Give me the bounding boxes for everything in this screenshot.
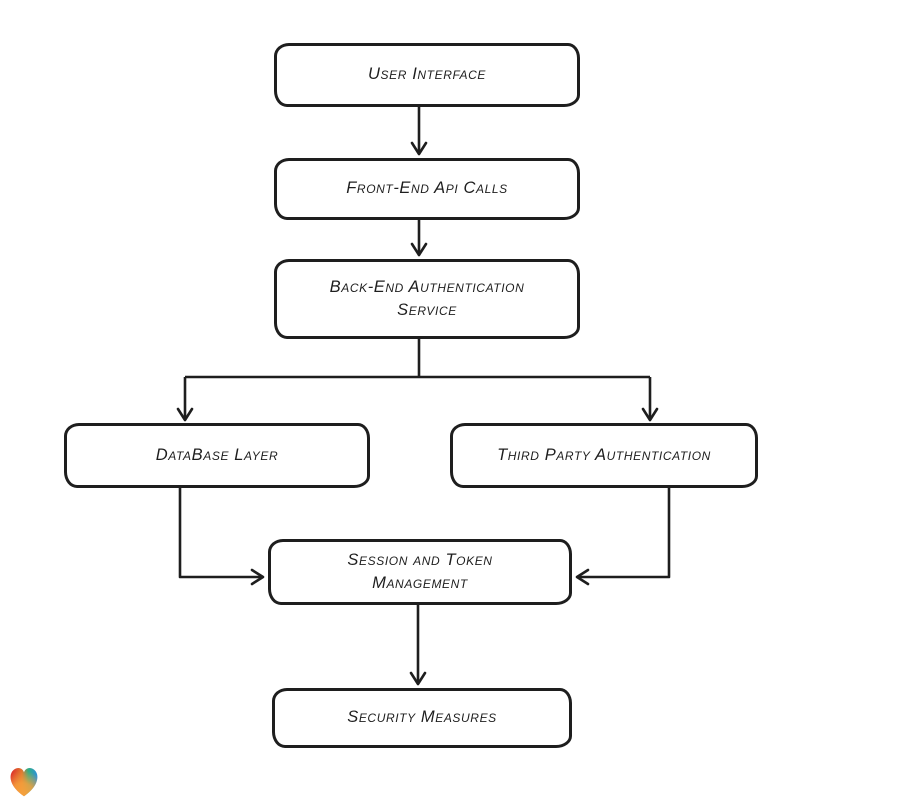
heart-logo[interactable]	[5, 761, 43, 802]
flow-node-label: Third Party Authentication	[497, 445, 711, 464]
flow-node-label: Front-End Api Calls	[346, 179, 508, 198]
flow-edge-third-party-authentication-to-session-and-token-management	[575, 488, 671, 586]
flow-edge-database-layer-to-session-and-token-management	[178, 488, 265, 586]
flow-node-user-interface: User Interface	[274, 43, 580, 107]
flow-node-back-end-authentication-service: Back-End Authentication Service	[274, 259, 580, 339]
flow-node-session-and-token-management: Session and Token Management	[268, 539, 572, 605]
flow-node-label: Session and Token Management	[347, 550, 493, 592]
flow-node-security-measures: Security Measures	[272, 688, 572, 748]
flow-node-label: Back-End Authentication Service	[329, 277, 525, 319]
flow-node-front-end-api-calls: Front-End Api Calls	[274, 158, 580, 220]
flow-node-label: Security Measures	[347, 708, 497, 727]
flow-node-label: User Interface	[368, 65, 486, 84]
flow-node-label: DataBase Layer	[155, 445, 279, 464]
gradient-heart-icon	[10, 768, 38, 797]
flow-node-third-party-authentication: Third Party Authentication	[450, 423, 758, 488]
flow-node-database-layer: DataBase Layer	[64, 423, 370, 488]
